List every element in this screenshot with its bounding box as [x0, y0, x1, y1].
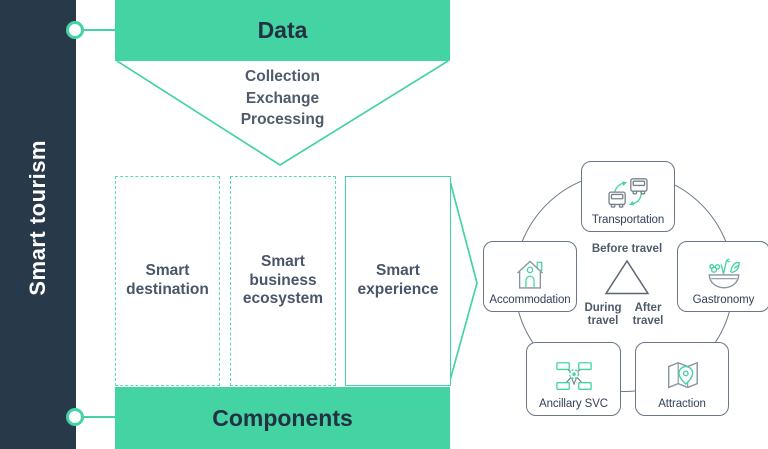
node-label: Gastronomy [692, 294, 755, 306]
phase-line: travel [632, 315, 664, 327]
components-banner-label: Components [212, 404, 353, 431]
hub-network-icon [555, 362, 592, 391]
pillar-label-line: Smart [261, 252, 305, 270]
phase-before-travel: Before travel [591, 243, 663, 255]
experience-chevron-line [448, 176, 478, 385]
data-banner: Data [115, 0, 450, 61]
pillar-smart-experience: Smart experience [345, 176, 451, 386]
pillar-label-line: ecosystem [242, 290, 324, 308]
node-label: Transportation [591, 214, 665, 226]
node-label: Attraction [658, 398, 706, 410]
pillar-label-line: Smart [376, 262, 420, 280]
funnel-line-processing: Processing [240, 111, 325, 128]
sidebar-title: Smart tourism [25, 139, 50, 296]
bottom-connector-dot [66, 408, 84, 426]
cycle-node-accommodation: Accommodation [483, 241, 577, 312]
top-connector-dot [66, 21, 84, 39]
pillar-smart-business-ecosystem: Smart business ecosystem [230, 176, 336, 386]
phase-after-travel: After travel [619, 302, 677, 328]
bus-swap-icon [608, 178, 648, 208]
funnel-process-text: Collection Exchange Processing [115, 66, 450, 131]
pillar-label-line: business [249, 271, 317, 289]
cycle-node-transportation: Transportation [581, 161, 675, 232]
node-label: Ancillary SVC [539, 398, 608, 410]
pillar-smart-destination: Smart destination [115, 176, 220, 386]
phase-during-travel: During travel [573, 302, 633, 328]
cycle-node-attraction: Attraction [635, 342, 729, 416]
phase-line: After [634, 302, 662, 314]
funnel-line-collection: Collection [245, 68, 320, 85]
map-pin-icon [667, 361, 698, 389]
bottom-connector-line [78, 416, 118, 418]
sidebar: Smart tourism [0, 0, 76, 449]
phase-line: travel [587, 315, 619, 327]
funnel-line-exchange: Exchange [245, 89, 320, 107]
cycle-node-gastronomy: Gastronomy [677, 241, 768, 312]
components-banner: Components [115, 387, 450, 449]
data-banner-label: Data [257, 17, 308, 43]
pillar-label-line: destination [126, 281, 209, 298]
pillar-label-line: experience [357, 281, 439, 298]
phase-line: During [584, 302, 622, 314]
node-label: Accommodation [489, 294, 571, 306]
top-connector-line [78, 29, 116, 31]
house-icon [516, 260, 544, 289]
cycle-node-ancillary-svc: Ancillary SVC [526, 342, 621, 416]
salad-bowl-icon [708, 258, 740, 289]
travel-phase-triangle [604, 259, 650, 295]
pillar-label-line: Smart [145, 262, 190, 280]
